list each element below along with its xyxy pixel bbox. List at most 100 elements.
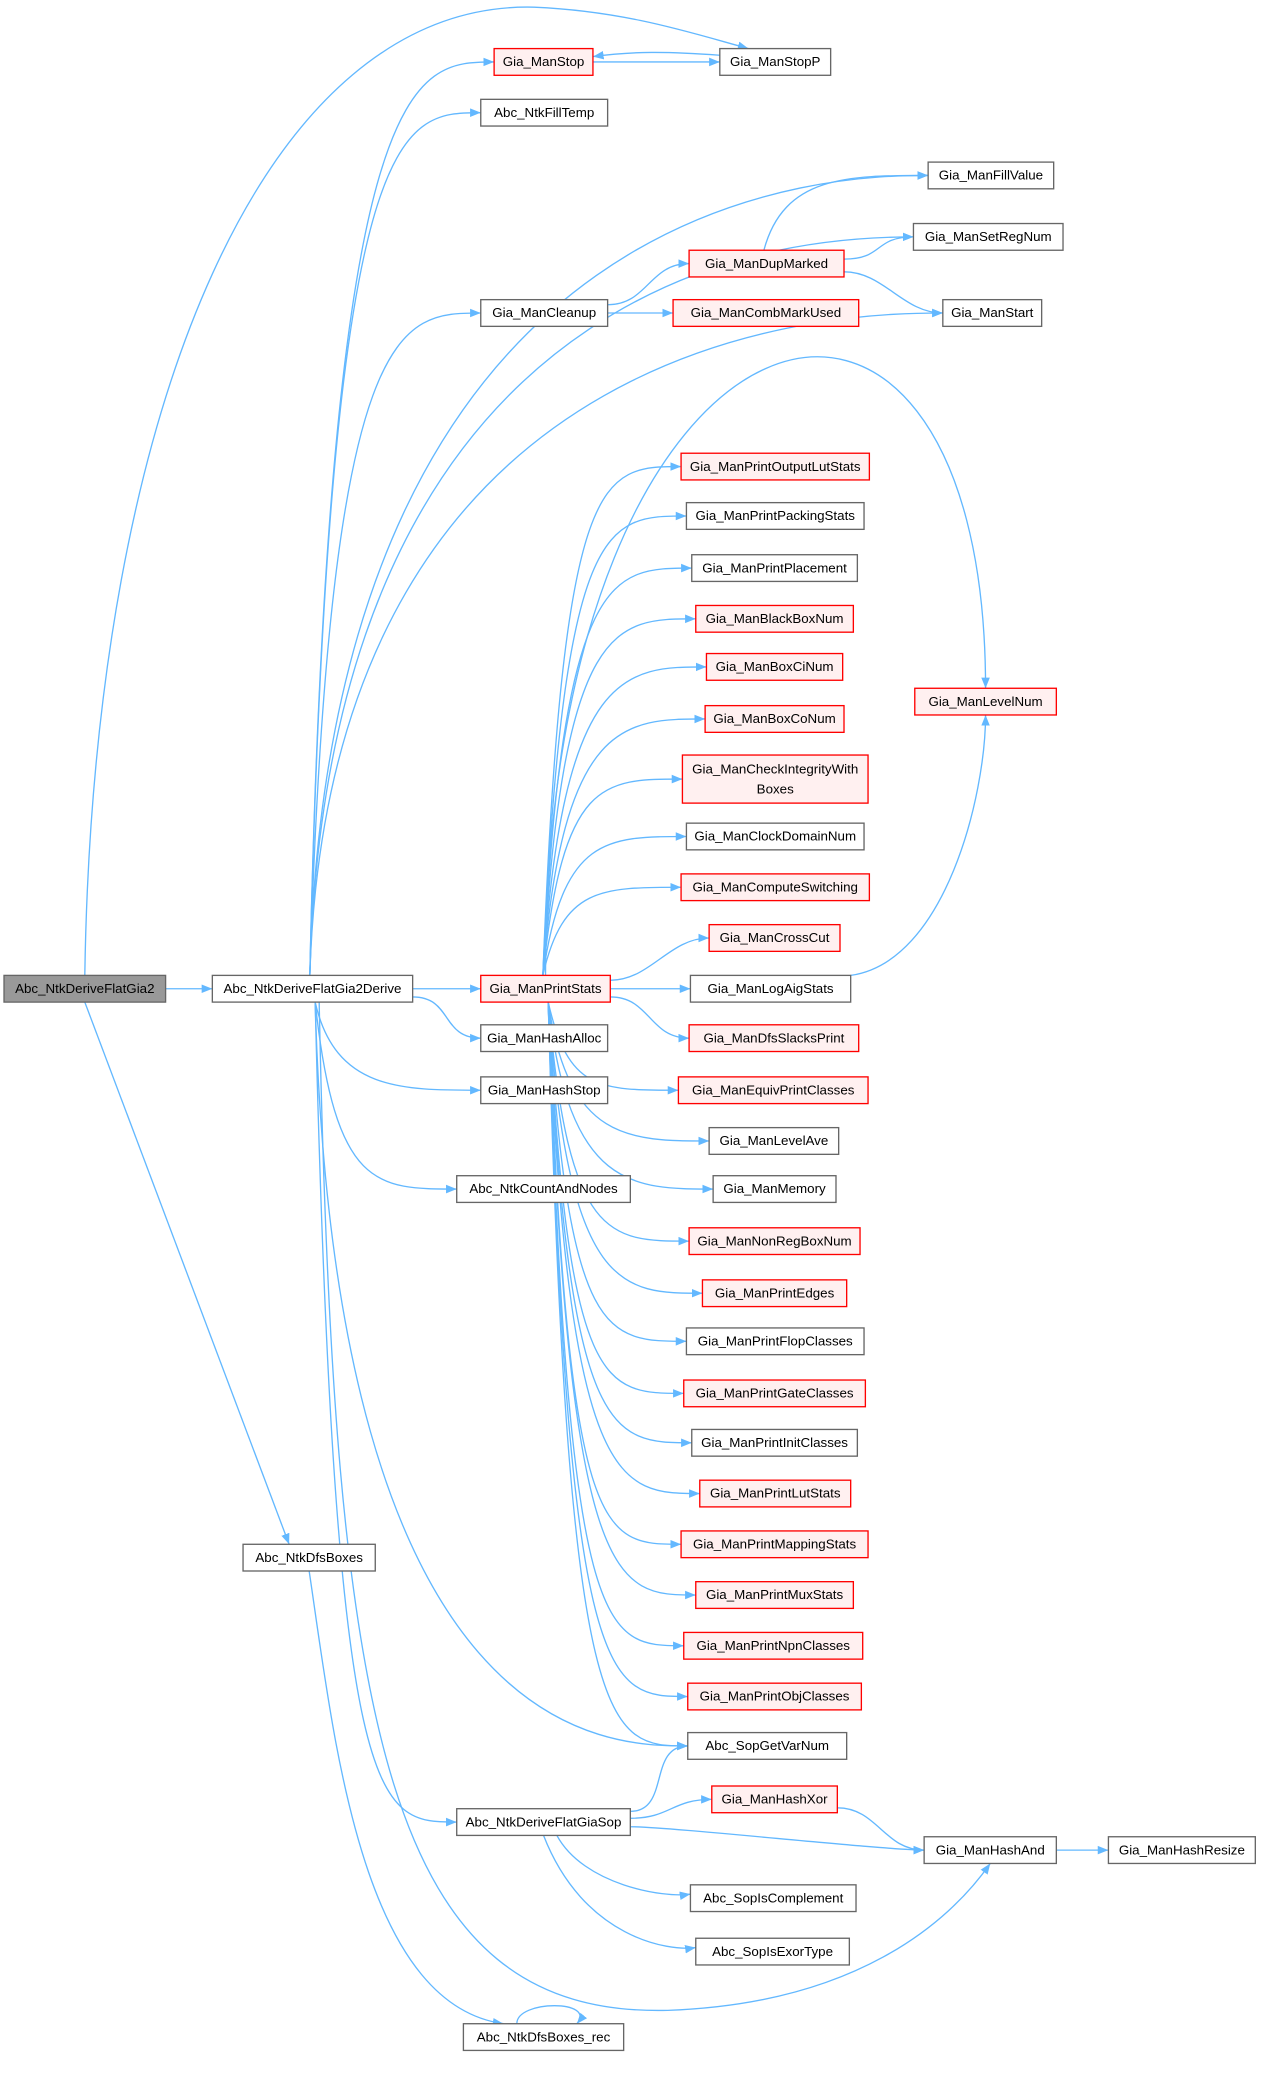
call-edge: [309, 57, 495, 976]
node-label: Gia_ManPrintMuxStats: [706, 1587, 844, 1602]
node-label: Gia_ManSetRegNum: [925, 229, 1052, 244]
call-edge: [308, 1570, 504, 2027]
graph-node-gia-manmemory[interactable]: Gia_ManMemory: [712, 1175, 837, 1204]
graph-node-gia-manblackboxnum[interactable]: Gia_ManBlackBoxNum: [695, 604, 855, 633]
node-box: [695, 604, 855, 633]
graph-node-gia-manprintoutputlutstats[interactable]: Gia_ManPrintOutputLutStats: [680, 452, 871, 481]
node-label: Abc_NtkDeriveFlatGiaSop: [466, 1814, 622, 1829]
node-box: [701, 1279, 848, 1308]
graph-node-gia-manprintnpnclasses[interactable]: Gia_ManPrintNpnClasses: [683, 1631, 864, 1660]
node-label: Gia_ManPrintInitClasses: [701, 1435, 848, 1450]
node-box: [456, 1808, 631, 1837]
graph-node-abc-ntkderiveflatgiasop[interactable]: Abc_NtkDeriveFlatGiaSop: [456, 1808, 631, 1837]
node-box: [712, 1175, 837, 1204]
node-label: Gia_ManPrintMappingStats: [693, 1536, 857, 1551]
graph-node-abc-ntkdfsboxes[interactable]: Abc_NtkDfsBoxes: [242, 1543, 376, 1572]
graph-node-abc-ntkderiveflatgia2[interactable]: Abc_NtkDeriveFlatGia2: [3, 974, 167, 1003]
graph-node-gia-manprintflopclasses[interactable]: Gia_ManPrintFlopClasses: [685, 1327, 865, 1356]
graph-node-gia-manprintobjclasses[interactable]: Gia_ManPrintObjClasses: [687, 1682, 863, 1711]
node-box: [942, 298, 1043, 328]
graph-node-gia-manlogaigstats[interactable]: Gia_ManLogAigStats: [689, 974, 852, 1003]
graph-node-gia-mancomputeswitching[interactable]: Gia_ManComputeSwitching: [680, 873, 871, 902]
node-box: [493, 47, 594, 76]
graph-node-gia-manlevelnum[interactable]: Gia_ManLevelNum: [914, 687, 1058, 716]
graph-node-gia-mancombmarkused[interactable]: Gia_ManCombMarkUsed: [672, 298, 860, 328]
call-edge: [542, 662, 707, 976]
graph-node-abc-ntkderiveflatgia2derive[interactable]: Abc_NtkDeriveFlatGia2Derive: [211, 974, 414, 1003]
graph-node-gia-manstop[interactable]: Gia_ManStop: [493, 47, 594, 76]
call-edge: [630, 1741, 688, 1813]
graph-node-abc-ntkdfsboxes-rec[interactable]: Abc_NtkDfsBoxes_rec: [462, 2023, 625, 2052]
graph-node-gia-mandupmarked[interactable]: Gia_ManDupMarked: [688, 249, 845, 278]
graph-node-gia-manprintlutstats[interactable]: Gia_ManPrintLutStats: [699, 1479, 852, 1508]
graph-node-abc-sopiscomplement[interactable]: Abc_SopIsComplement: [689, 1884, 857, 1913]
graph-node-gia-mandfsslacksprint[interactable]: Gia_ManDfsSlacksPrint: [688, 1024, 860, 1053]
node-label: Abc_NtkDeriveFlatGia2Derive: [224, 981, 402, 996]
node-box: [680, 452, 871, 481]
edges-layer: [84, 6, 1109, 2027]
node-label: Abc_NtkDfsBoxes_rec: [477, 2029, 611, 2044]
graph-node-abc-sopgetvarnum[interactable]: Abc_SopGetVarNum: [687, 1731, 848, 1760]
call-edge: [547, 1002, 688, 1751]
call-edge: [314, 1002, 457, 1194]
graph-node-gia-manprintinitclasses[interactable]: Gia_ManPrintInitClasses: [691, 1428, 859, 1457]
node-box: [699, 1479, 852, 1508]
graph-node-abc-ntkfilltemp[interactable]: Abc_NtkFillTemp: [480, 98, 609, 127]
graph-node-gia-manstart[interactable]: Gia_ManStart: [942, 298, 1043, 328]
node-label: Gia_ManHashStop: [488, 1082, 601, 1097]
graph-node-gia-manprintgateclasses[interactable]: Gia_ManPrintGateClasses: [683, 1379, 867, 1408]
graph-node-gia-manclockdomainnum[interactable]: Gia_ManClockDomainNum: [685, 822, 865, 851]
graph-node-abc-sopisexortype[interactable]: Abc_SopIsExorType: [695, 1937, 851, 1966]
node-box: [456, 1175, 631, 1204]
node-label: Gia_ManNonRegBoxNum: [697, 1233, 851, 1248]
node-box: [927, 161, 1055, 190]
call-edge: [547, 1001, 710, 1146]
graph-node-gia-manequivprintclasses[interactable]: Gia_ManEquivPrintClasses: [677, 1076, 869, 1105]
call-edge: [547, 1002, 688, 1701]
node-label: Gia_ManHashAnd: [936, 1842, 1045, 1857]
graph-node-gia-manfillvalue[interactable]: Gia_ManFillValue: [927, 161, 1055, 190]
graph-node-gia-manhashxor[interactable]: Gia_ManHashXor: [711, 1785, 838, 1814]
call-edge: [547, 1002, 684, 1651]
node-label: Abc_NtkDeriveFlatGia2: [15, 981, 154, 996]
graph-node-gia-manlevelave[interactable]: Gia_ManLevelAve: [708, 1126, 840, 1156]
graph-node-gia-manhashand[interactable]: Gia_ManHashAnd: [923, 1836, 1058, 1865]
node-box: [683, 1379, 867, 1408]
node-box: [680, 873, 871, 902]
node-label: Abc_NtkFillTemp: [494, 105, 594, 120]
graph-node-gia-mancrosscut[interactable]: Gia_ManCrossCut: [708, 923, 841, 953]
graph-node-gia-manboxcinum[interactable]: Gia_ManBoxCiNum: [705, 652, 844, 681]
graph-node-gia-manstopp[interactable]: Gia_ManStopP: [719, 47, 832, 76]
node-box: [211, 974, 414, 1003]
graph-node-gia-manprintedges[interactable]: Gia_ManPrintEdges: [701, 1279, 848, 1308]
call-edge: [309, 308, 943, 976]
call-edge: [516, 2005, 588, 2025]
graph-node-gia-mansetregnum[interactable]: Gia_ManSetRegNum: [912, 222, 1064, 251]
node-label: Gia_ManPrintPackingStats: [695, 508, 855, 523]
graph-node-gia-manprintplacement[interactable]: Gia_ManPrintPlacement: [691, 554, 859, 583]
node-box: [689, 1884, 857, 1913]
node-box: [705, 652, 844, 681]
node-label: Gia_ManCrossCut: [720, 930, 830, 945]
graph-node-abc-ntkcountandnodes[interactable]: Abc_NtkCountAndNodes: [456, 1175, 631, 1204]
node-box: [914, 687, 1058, 716]
graph-node-gia-manprintpackingstats[interactable]: Gia_ManPrintPackingStats: [685, 501, 865, 531]
call-edge: [314, 1002, 457, 1827]
node-label: Gia_ManFillValue: [939, 168, 1043, 183]
node-box: [480, 298, 609, 328]
graph-node-gia-mancleanup[interactable]: Gia_ManCleanup: [480, 298, 609, 328]
graph-node-gia-manhashalloc[interactable]: Gia_ManHashAlloc: [480, 1024, 609, 1053]
graph-node-gia-manboxconum[interactable]: Gia_ManBoxCoNum: [704, 704, 845, 734]
node-label: Gia_ManHashXor: [722, 1792, 829, 1807]
graph-node-gia-mannonregboxnum[interactable]: Gia_ManNonRegBoxNum: [688, 1227, 861, 1256]
graph-node-gia-manprintmappingstats[interactable]: Gia_ManPrintMappingStats: [680, 1530, 869, 1559]
graph-node-gia-manhashresize[interactable]: Gia_ManHashResize: [1107, 1836, 1256, 1865]
graph-node-gia-manprintmuxstats[interactable]: Gia_ManPrintMuxStats: [695, 1581, 855, 1610]
graph-node-gia-manprintstats[interactable]: Gia_ManPrintStats: [480, 974, 611, 1003]
node-box: [689, 974, 852, 1003]
graph-node-gia-manhashstop[interactable]: Gia_ManHashStop: [480, 1076, 609, 1105]
call-edge: [844, 232, 914, 260]
call-edge: [837, 1807, 925, 1855]
